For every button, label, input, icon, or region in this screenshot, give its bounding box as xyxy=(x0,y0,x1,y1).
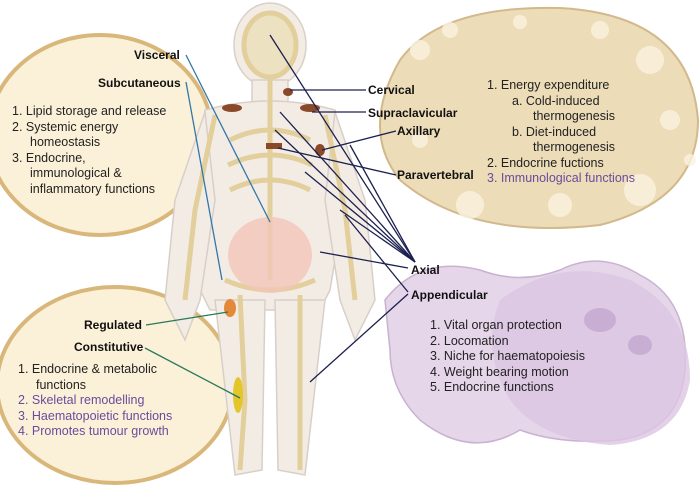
marrow-fat-functions: 1. Endocrine & metabolic functions 2. Sk… xyxy=(18,362,172,440)
label-axillary: Axillary xyxy=(397,124,441,138)
list-item: homeostasis xyxy=(30,135,101,149)
brown-fat-functions: 1. Energy expenditure a. Cold-induced th… xyxy=(487,78,635,187)
list-item: 3. Endocrine, xyxy=(12,150,86,165)
list-item: 1. Lipid storage and release xyxy=(12,104,167,118)
list-item: 3. Niche for haematopoiesis xyxy=(430,349,585,363)
label-subcutaneous: Subcutaneous xyxy=(98,76,181,90)
skeleton xyxy=(182,10,358,471)
list-item: immunological & xyxy=(30,166,122,180)
label-visceral: Visceral xyxy=(134,48,180,62)
label-appendicular: Appendicular xyxy=(411,288,488,302)
label-constitutive: Constitutive xyxy=(74,340,144,354)
bone-functions: 1. Vital organ protection 2. Locomation … xyxy=(430,318,585,396)
list-item: inflammatory functions xyxy=(30,181,156,196)
list-item: 3. Haematopoietic functions xyxy=(18,408,173,423)
label-paravertebral: Paravertebral xyxy=(397,168,474,182)
white-fat-functions: 1. Lipid storage and release 2. Systemic… xyxy=(12,104,166,197)
label-cervical: Cervical xyxy=(368,83,415,97)
list-item: 4. Weight bearing motion xyxy=(430,364,569,379)
list-item: 4. Promotes tumour growth xyxy=(18,424,169,438)
list-item: 1. Endocrine & metabolic xyxy=(18,362,157,376)
list-item: b. Diet-induced xyxy=(512,124,597,139)
constitutive-marrow-fat xyxy=(233,377,243,413)
list-item: functions xyxy=(36,377,87,392)
brown-adipose-circle xyxy=(379,6,700,229)
label-axial: Axial xyxy=(411,263,440,277)
label-regulated: Regulated xyxy=(84,318,143,332)
list-item: 2. Locomation xyxy=(430,333,509,348)
label-supraclavicular: Supraclavicular xyxy=(368,106,458,120)
list-item: 3. Immunological functions xyxy=(487,171,635,185)
list-item: 1. Energy expenditure xyxy=(487,78,610,92)
list-item: 5. Endocrine functions xyxy=(430,380,554,394)
list-item: 2. Systemic energy xyxy=(12,119,119,134)
regulated-marrow-fat xyxy=(224,299,236,317)
list-item: 2. Endocrine fuctions xyxy=(487,155,604,170)
list-item: 2. Skeletal remodelling xyxy=(18,393,145,407)
list-item: thermogenesis xyxy=(533,140,615,154)
list-item: thermogenesis xyxy=(533,109,615,123)
list-item: a. Cold-induced xyxy=(512,93,600,108)
leader-lines xyxy=(144,34,416,399)
bone-cells xyxy=(384,260,690,445)
list-item: 1. Vital organ protection xyxy=(430,318,562,332)
intestines xyxy=(228,217,312,293)
